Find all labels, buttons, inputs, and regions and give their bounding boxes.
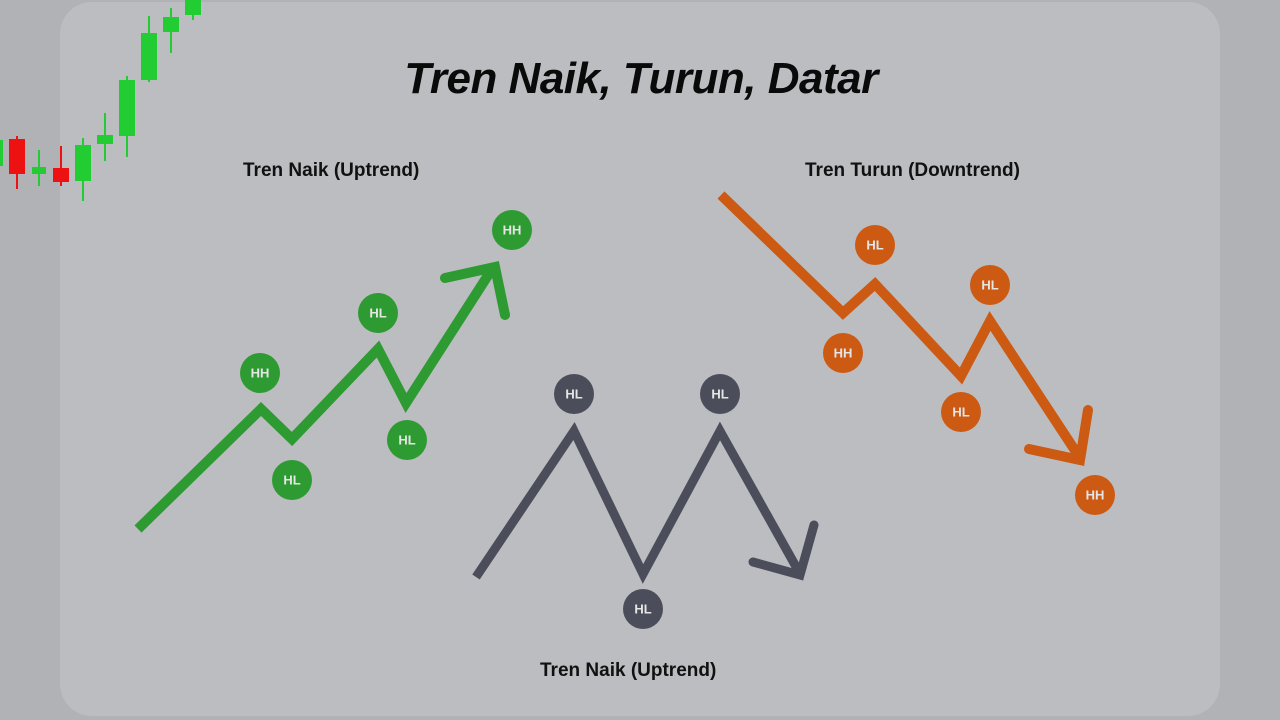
sideways-badges: HL HL HL xyxy=(554,374,740,629)
page-title: Tren Naik, Turun, Datar xyxy=(404,54,878,103)
candlestick-decoration xyxy=(0,0,201,201)
downtrend-line xyxy=(717,191,1093,467)
svg-text:HL: HL xyxy=(369,306,386,321)
svg-text:HL: HL xyxy=(711,387,728,402)
uptrend-label: Tren Naik (Uptrend) xyxy=(243,160,420,181)
svg-text:HH: HH xyxy=(251,366,270,381)
svg-text:HL: HL xyxy=(952,405,969,420)
svg-text:HH: HH xyxy=(503,223,522,238)
svg-text:HH: HH xyxy=(834,346,853,361)
downtrend-badges: HL HH HL HL HH xyxy=(823,225,1115,515)
sideways-line xyxy=(472,421,819,584)
svg-text:HH: HH xyxy=(1086,488,1105,503)
svg-text:HL: HL xyxy=(398,433,415,448)
uptrend-badges: HH HL HL HL HH xyxy=(240,210,532,500)
downtrend-label: Tren Turun (Downtrend) xyxy=(805,160,1020,181)
uptrend-line xyxy=(134,261,510,533)
svg-text:HL: HL xyxy=(634,602,651,617)
sideways-label: Tren Naik (Uptrend) xyxy=(540,660,717,681)
svg-text:HL: HL xyxy=(981,278,998,293)
svg-text:HL: HL xyxy=(283,473,300,488)
svg-text:HL: HL xyxy=(565,387,582,402)
svg-text:HL: HL xyxy=(866,238,883,253)
